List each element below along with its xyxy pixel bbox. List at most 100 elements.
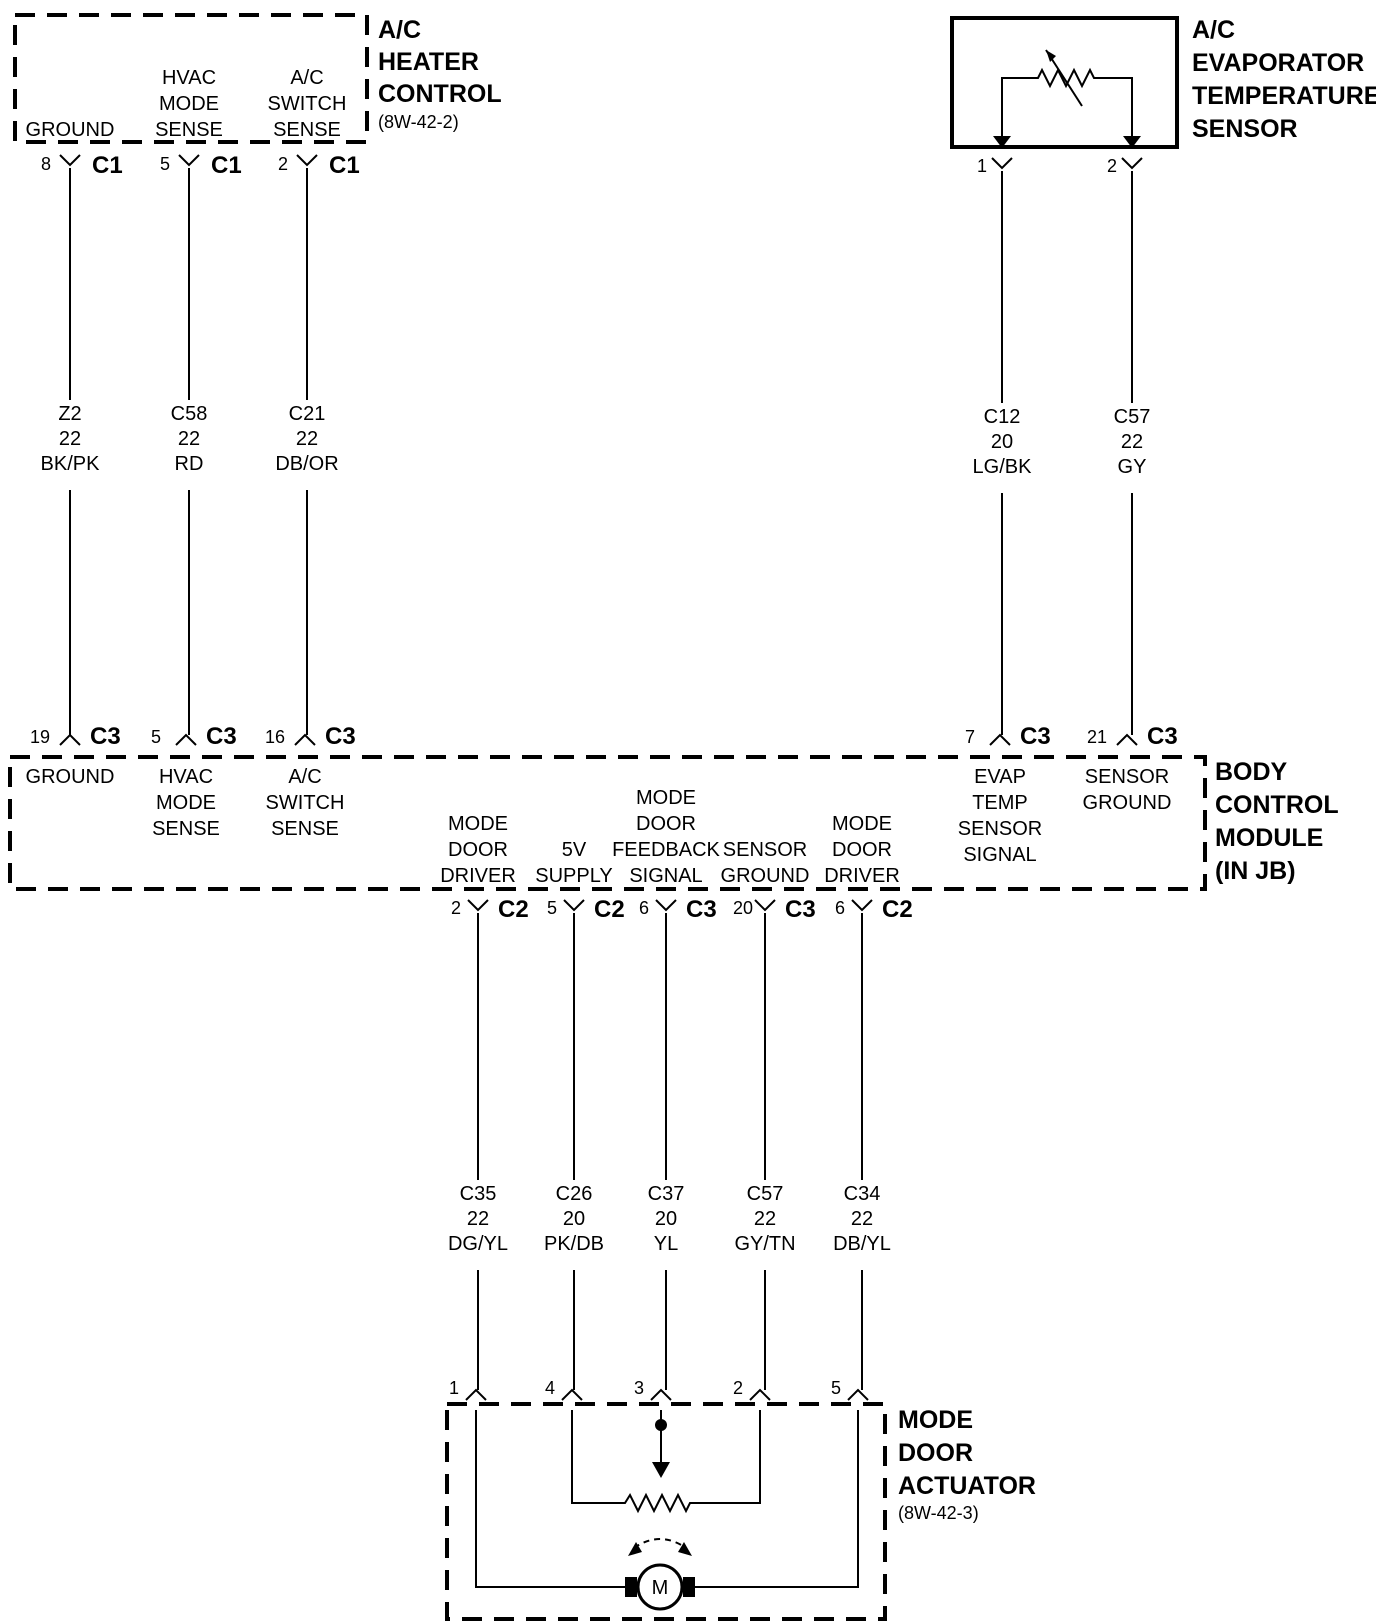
bcm-bottom-connector-3: [754, 899, 776, 912]
evap-sensor-title-line-0: A/C: [1192, 16, 1235, 44]
actuator-internals: [475, 1410, 859, 1611]
actuator-pin-connector-3: [749, 1388, 771, 1401]
bcm-bottom-label-0-line-1: DOOR: [448, 839, 508, 861]
heater-terminal-connector-1: [178, 154, 200, 167]
bcm-top-connector-2: [294, 733, 316, 746]
heater-terminal-connector-0: [59, 154, 81, 167]
bcm-bottom-pin-4: 6: [835, 898, 845, 918]
bcm-title-line-2: MODULE: [1215, 824, 1323, 852]
heater-terminal-label-2-line-1: SWITCH: [268, 93, 347, 115]
heater-terminal-pin-2: 2: [278, 154, 288, 174]
actuator-pin-connector-1: [561, 1388, 583, 1401]
heater-control-title-line-1: HEATER: [378, 48, 479, 76]
bcm-bottom-label-3-line-1: GROUND: [721, 865, 810, 887]
bcm-bottom-pin-2: 6: [639, 898, 649, 918]
bcm-top-pin-0: 19: [30, 727, 50, 747]
wire-circuit-3: C12: [984, 406, 1021, 428]
bcm-bottom-connector-4: [851, 899, 873, 912]
wire-circuit-1: C58: [171, 403, 208, 425]
bcm-bottom-label-2-line-3: SIGNAL: [629, 865, 702, 887]
bcm-top-label-2-line-2: SENSE: [271, 818, 339, 840]
actuator-title-line-0: MODE: [898, 1406, 973, 1434]
actuator-ref: (8W-42-3): [898, 1503, 979, 1523]
heater-terminal-label-1-line-2: SENSE: [155, 119, 223, 141]
wire-color-9: DB/YL: [833, 1233, 891, 1255]
bcm-top-label-1-line-1: MODE: [156, 792, 216, 814]
wire-color-4: GY: [1118, 456, 1147, 478]
bcm-bottom-label-2-line-2: FEEDBACK: [612, 839, 720, 861]
bcm-bottom-label-1-line-1: SUPPLY: [535, 865, 612, 887]
bcm-top-pin-4: 21: [1087, 727, 1107, 747]
bcm-top-pin-3: 7: [965, 727, 975, 747]
actuator-pin-connector-0: [465, 1388, 487, 1401]
bcm-bottom-label-1-line-0: 5V: [562, 839, 587, 861]
heater-terminal-pin-0: 8: [41, 154, 51, 174]
bcm-top-label-0-line-0: GROUND: [26, 766, 115, 788]
bcm-bottom-label-4-line-0: MODE: [832, 813, 892, 835]
bcm-bottom-conn-3: C3: [785, 896, 816, 923]
wire-color-1: RD: [175, 453, 204, 475]
heater-terminal-conn-1: C1: [211, 152, 242, 179]
heater-terminal-label-0-line-0: GROUND: [26, 119, 115, 141]
motor-icon: [636, 1563, 684, 1611]
wire-gauge-7: 20: [655, 1208, 677, 1230]
bcm-top-label-3-line-3: SIGNAL: [963, 844, 1036, 866]
wire-circuit-8: C57: [747, 1183, 784, 1205]
wire-circuit-5: C35: [460, 1183, 497, 1205]
diagram-static-layer: [8, 13, 1207, 1621]
wire-gauge-5: 22: [467, 1208, 489, 1230]
bcm-title-line-1: CONTROL: [1215, 791, 1339, 819]
evap-sensor-title-line-3: SENSOR: [1192, 115, 1298, 143]
wire-color-3: LG/BK: [973, 456, 1033, 478]
bcm-bottom-conn-1: C2: [594, 896, 625, 923]
evap-sensor-title-line-1: EVAPORATOR: [1192, 49, 1364, 77]
heater-terminal-connector-2: [296, 154, 318, 167]
evap-pin-0: 1: [977, 156, 987, 176]
bcm-top-connector-0: [59, 733, 81, 746]
actuator-box: [445, 1402, 887, 1621]
bcm-top-conn-0: C3: [90, 723, 121, 750]
bcm-top-conn-3: C3: [1020, 723, 1051, 750]
heater-control-title-line-2: CONTROL: [378, 80, 502, 108]
wire-color-5: DG/YL: [448, 1233, 508, 1255]
wire-circuit-7: C37: [648, 1183, 685, 1205]
bcm-top-conn-2: C3: [325, 723, 356, 750]
heater-terminal-label-2-line-0: A/C: [290, 67, 323, 89]
wire-gauge-8: 22: [754, 1208, 776, 1230]
actuator-pin-1: 4: [545, 1378, 555, 1398]
wire-circuit-6: C26: [556, 1183, 593, 1205]
heater-control-title-line-0: A/C: [378, 16, 421, 44]
bcm-top-label-2-line-1: SWITCH: [266, 792, 345, 814]
actuator-pin-4: 5: [831, 1378, 841, 1398]
actuator-title-line-1: DOOR: [898, 1439, 973, 1467]
heater-terminal-pin-1: 5: [160, 154, 170, 174]
bcm-top-label-3-line-2: SENSOR: [958, 818, 1042, 840]
bcm-bottom-pin-3: 20: [733, 898, 753, 918]
bcm-bottom-label-0-line-0: MODE: [448, 813, 508, 835]
actuator-pin-0: 1: [449, 1378, 459, 1398]
bcm-bottom-label-4-line-1: DOOR: [832, 839, 892, 861]
bcm-top-pin-2: 16: [265, 727, 285, 747]
bcm-top-label-4-line-1: GROUND: [1083, 792, 1172, 814]
bcm-top-conn-1: C3: [206, 723, 237, 750]
bcm-top-conn-4: C3: [1147, 723, 1178, 750]
heater-terminal-label-2-line-2: SENSE: [273, 119, 341, 141]
wire-gauge-3: 20: [991, 431, 1013, 453]
evap-pin-connector-1: [1121, 157, 1143, 170]
bcm-top-connector-4: [1116, 733, 1138, 746]
bcm-bottom-pin-0: 2: [451, 898, 461, 918]
wire-color-0: BK/PK: [41, 453, 101, 475]
bcm-top-pin-1: 5: [151, 727, 161, 747]
bcm-title-line-0: BODY: [1215, 758, 1288, 786]
wire-circuit-2: C21: [289, 403, 326, 425]
bcm-bottom-label-3-line-0: SENSOR: [723, 839, 807, 861]
evap-sensor-box: [950, 16, 1179, 149]
bcm-top-label-3-line-0: EVAP: [974, 766, 1026, 788]
heater-terminal-label-1-line-0: HVAC: [162, 67, 216, 89]
motor-label: M: [652, 1577, 669, 1599]
wire-gauge-2: 22: [296, 428, 318, 450]
heater-terminal-label-1-line-1: MODE: [159, 93, 219, 115]
wire-gauge-9: 22: [851, 1208, 873, 1230]
